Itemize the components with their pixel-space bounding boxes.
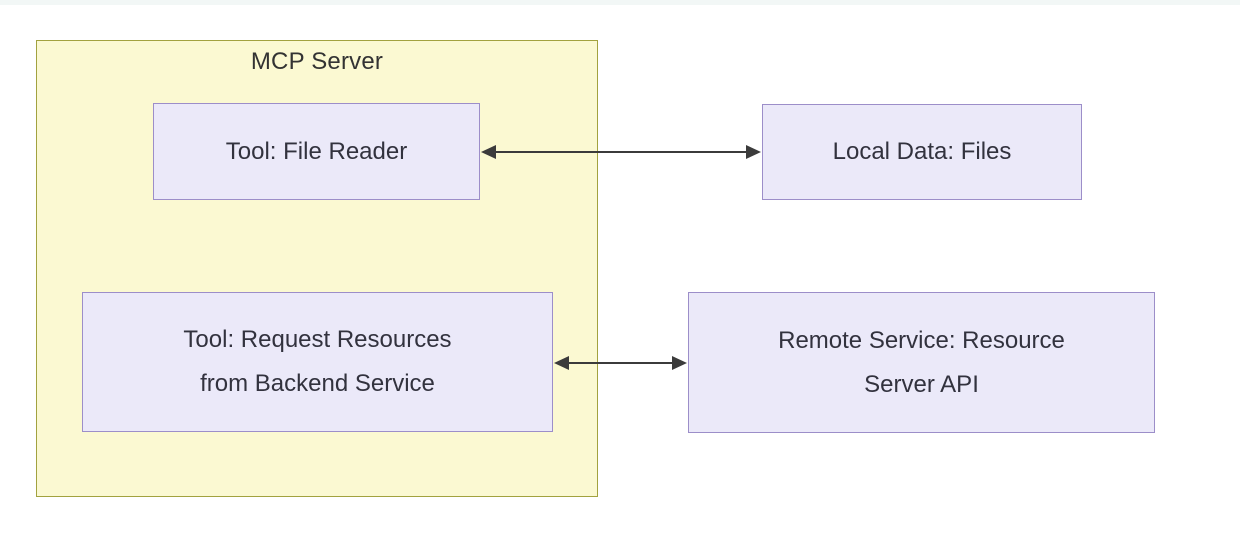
node-remote-service-label-line2: Server API <box>864 370 979 398</box>
node-remote-service-resource-server-api: Remote Service: Resource Server API <box>688 292 1155 433</box>
node-tool-request-resources-label-line1: Tool: Request Resources <box>183 326 452 353</box>
node-tool-file-reader-label: Tool: File Reader <box>225 137 408 165</box>
node-tool-request-resources-label-line2: from Backend Service <box>200 370 435 397</box>
mcp-server-container-title: MCP Server <box>250 48 384 75</box>
node-local-data-files-label: Local Data: Files <box>832 138 1012 165</box>
page-top-strip <box>0 0 1240 5</box>
node-tool-file-reader: Tool: File Reader <box>153 103 480 200</box>
node-local-data-files: Local Data: Files <box>762 104 1082 200</box>
node-remote-service-label-line1: Remote Service: Resource <box>778 326 1065 354</box>
node-tool-request-resources: Tool: Request Resources from Backend Ser… <box>82 292 553 432</box>
